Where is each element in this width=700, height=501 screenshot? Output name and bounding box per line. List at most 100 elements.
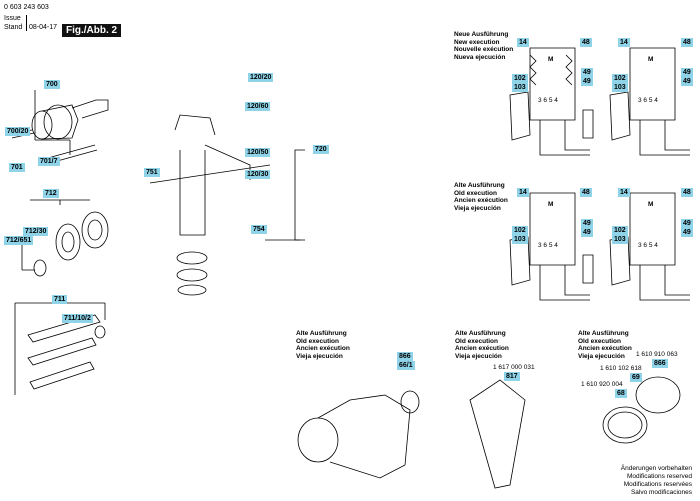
terminal-labels: 3 6 5 4 (538, 97, 558, 104)
handle-clamp (175, 115, 215, 135)
note-line: Salvo modificaciones (630, 489, 692, 496)
circlip-68 (603, 407, 647, 443)
schematic-label-102: 102 (512, 74, 528, 83)
schematic-label-48: 48 (580, 188, 592, 197)
bearing-866 (401, 391, 419, 413)
schematic-old-right-frame (630, 193, 675, 265)
title-line: Alte Ausführung (296, 330, 347, 337)
schematic-new-title: Neue Ausführung New execution Nouvelle e… (454, 31, 513, 61)
chuck-body (42, 105, 78, 139)
part-label-120-30: 120/30 (245, 170, 271, 179)
note-line: Änderungen vorbehalten (620, 465, 692, 472)
schematic-old-title: Alte Ausführung Old execution Ancien exé… (454, 182, 508, 212)
part-label-701-7: 701/7 (38, 157, 60, 166)
stand-label: Stand (4, 24, 23, 31)
part-label-66-1: 66/1 (397, 361, 415, 370)
schematic-label-103: 103 (512, 83, 528, 92)
motor-label: M (548, 201, 554, 208)
issue-date: 08-04-17 (29, 24, 58, 31)
part-label-68: 68 (615, 389, 627, 398)
title-line: Alte Ausführung (454, 182, 505, 189)
wiring-old-right (640, 265, 690, 300)
schematic-new-left-frame (530, 48, 575, 120)
schematic-label-49: 49 (581, 228, 593, 237)
schematic-label-49: 49 (581, 77, 593, 86)
chuck-shaft (72, 100, 108, 118)
part-label-120-60: 120/60 (245, 102, 271, 111)
collar-ring (82, 212, 108, 248)
part-label-712-30: 712/30 (23, 227, 49, 236)
gear-ring (56, 224, 80, 260)
part-label-120-20: 120/20 (248, 73, 274, 82)
title-line: Nouvelle exécution (454, 46, 514, 53)
handle-shell-817 (470, 380, 525, 488)
part-label-700-20: 700/20 (5, 127, 31, 136)
part-number-69: 1 610 102 618 (600, 365, 642, 372)
doc-number: 0 603 243 603 (4, 4, 49, 11)
title-line: Old execution (296, 337, 339, 345)
schematic-label-49: 49 (581, 68, 593, 77)
part-label-817: 817 (504, 372, 520, 381)
part-number-68: 1 610 920 004 (581, 381, 623, 388)
capacitor-old (583, 255, 593, 283)
handle-old-title: Alte Ausführung Old execution Ancien exé… (455, 330, 509, 360)
schematic-label-103: 103 (612, 83, 628, 92)
title-line: Ancien exécution (455, 345, 509, 352)
part-label-69: 69 (630, 373, 642, 382)
schematic-label-49: 49 (681, 77, 693, 86)
leader-700 (35, 90, 70, 155)
circlip-68-inner (608, 412, 642, 438)
switch-new-right (610, 92, 630, 140)
title-line: Vieja ejecución (578, 352, 625, 360)
part-label-751: 751 (144, 168, 160, 177)
housing-nose (298, 418, 338, 462)
schematic-old-left-frame (530, 193, 575, 265)
field-coil-a (530, 55, 536, 85)
terminal-labels: 3 6 5 4 (638, 242, 658, 249)
chuck-sleeve (44, 105, 72, 139)
part-label-701: 701 (9, 163, 25, 172)
bracket-720 (295, 150, 305, 240)
needle-bearing-866 (636, 377, 680, 413)
handle-grip (180, 150, 205, 235)
schematic-label-14: 14 (618, 38, 630, 47)
switch-old-left (510, 237, 530, 285)
schematic-label-48: 48 (681, 188, 693, 197)
figure-title: Fig./Abb. 2 (62, 24, 122, 37)
title-line: Vieja ejecución (454, 204, 501, 212)
handle-arm (205, 145, 250, 180)
part-label-712-651: 712/651 (4, 236, 34, 245)
schematic-label-48: 48 (580, 38, 592, 47)
part-label-754: 754 (251, 225, 267, 234)
footer-note: Änderungen vorbehalten Modifications res… (621, 465, 692, 497)
bearing-old-title: Alte Ausführung Old execution Ancien exé… (578, 330, 632, 360)
motor-label: M (648, 56, 654, 63)
schematic-label-102: 102 (612, 74, 628, 83)
part-label-711: 711 (52, 295, 68, 304)
housing-old-title: Alte Ausführung Old execution Ancien exé… (296, 330, 350, 360)
capacitor-new (583, 110, 593, 138)
schematic-new-right-frame (630, 48, 675, 120)
note-line: Modifications reserved (626, 473, 692, 480)
schematic-label-102: 102 (512, 226, 528, 235)
title-line: Nueva ejecución (454, 53, 506, 61)
handle-washer-top (177, 252, 207, 264)
schematic-label-49: 49 (681, 219, 693, 228)
bit-holder (95, 326, 105, 338)
schematic-label-103: 103 (612, 235, 628, 244)
part-number-817: 1 617 000 031 (493, 364, 535, 371)
schematic-label-49: 49 (581, 219, 593, 228)
motor-label: M (548, 56, 554, 63)
schematic-label-102: 102 (612, 226, 628, 235)
title-line: Vieja ejecución (296, 352, 343, 360)
bit-3 (30, 362, 94, 389)
wiring-new-left (540, 120, 590, 155)
collar-ring-inner (88, 220, 102, 240)
schematic-label-49: 49 (681, 68, 693, 77)
wiring-new-right (640, 120, 690, 155)
terminal-labels: 3 6 5 4 (538, 242, 558, 249)
handle-washer-mid (177, 269, 207, 281)
title-line: Ancien exécution (296, 345, 350, 352)
field-coil-b (566, 55, 572, 85)
